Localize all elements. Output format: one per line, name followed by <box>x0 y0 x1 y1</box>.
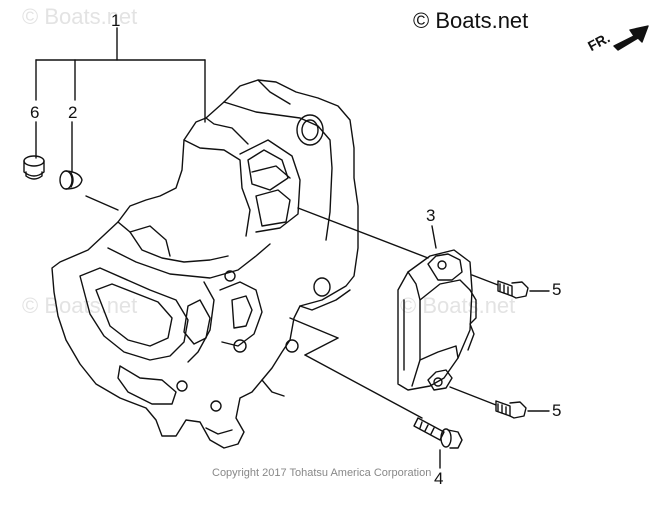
bracket-housing <box>51 79 359 449</box>
callout-1: 1 <box>111 11 121 30</box>
watermark: © Boats.net <box>22 293 138 318</box>
bolt-upper <box>497 280 529 299</box>
plug-part <box>23 155 45 180</box>
grommet-part <box>59 170 83 190</box>
flange-bolt <box>413 417 463 449</box>
bolt-lower <box>495 400 527 419</box>
copyright-text: Copyright 2017 Tohatsu America Corporati… <box>212 467 432 479</box>
brand-label: © Boats.net <box>413 8 529 33</box>
callout-5: 5 <box>552 280 562 299</box>
forward-arrow-icon <box>613 25 649 51</box>
control-module <box>397 249 477 391</box>
callout-4: 4 <box>434 469 444 488</box>
leader-lines <box>35 27 550 469</box>
callout-6: 6 <box>30 103 40 122</box>
callout-2: 2 <box>68 103 78 122</box>
watermark: © Boats.net <box>22 4 138 29</box>
callout-5: 5 <box>552 401 562 420</box>
callout-3: 3 <box>426 206 436 225</box>
